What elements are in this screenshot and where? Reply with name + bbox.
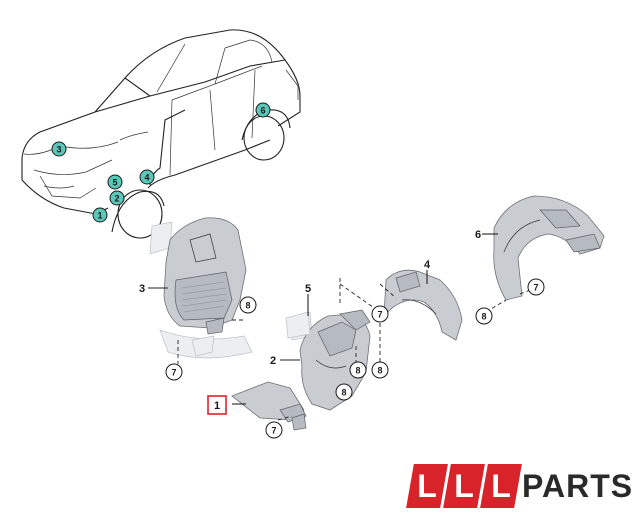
svg-text:8: 8 xyxy=(341,388,346,398)
callout-7-center: 7 xyxy=(371,305,389,323)
car-callout-2: 2 xyxy=(114,194,119,204)
label-part-1: 1 xyxy=(214,400,220,412)
callout-7-lower: 7 xyxy=(265,421,283,439)
callout-7-front-liner: 7 xyxy=(165,363,183,381)
svg-text:7: 7 xyxy=(171,368,176,378)
part-4-rear-liner-front xyxy=(383,269,463,341)
svg-text:8: 8 xyxy=(245,301,250,311)
label-part-3: 3 xyxy=(139,283,145,295)
highlight-box xyxy=(207,395,227,415)
part-5-pad xyxy=(285,311,311,339)
callout-8-center-b: 8 xyxy=(371,361,389,379)
callout-8-front-liner: 8 xyxy=(239,296,257,314)
car-callout-4: 4 xyxy=(144,173,149,183)
label-part-6: 6 xyxy=(475,229,481,241)
part-3-wheel-arch-liner-front xyxy=(149,217,253,359)
car-callout-3: 3 xyxy=(56,145,61,155)
label-part-2: 2 xyxy=(270,355,276,367)
callout-7-rear: 7 xyxy=(527,278,545,296)
car-outline xyxy=(21,29,301,239)
part-1-lower-cover xyxy=(231,381,307,431)
callout-8-rear: 8 xyxy=(475,307,493,325)
callout-8-center-a: 8 xyxy=(349,361,367,379)
svg-text:8: 8 xyxy=(481,312,486,322)
label-part-5: 5 xyxy=(305,283,311,295)
logo-letter-3: L xyxy=(491,468,511,504)
car-callout-6: 6 xyxy=(260,106,265,116)
part-6-rear-liner-rear xyxy=(493,195,605,301)
svg-text:7: 7 xyxy=(271,426,276,436)
car-callout-5: 5 xyxy=(112,178,117,188)
screw-callouts: 8 7 7 8 8 8 7 8 xyxy=(165,278,545,439)
svg-text:8: 8 xyxy=(377,366,382,376)
logo-letter-1: L xyxy=(417,468,437,504)
part-2-wheel-arch-liner-rear xyxy=(289,309,371,411)
part-labels: 1 2 3 4 5 6 xyxy=(139,229,481,415)
logo-word: PARTS xyxy=(522,468,634,504)
car-callouts: 1 2 3 4 5 6 xyxy=(51,102,271,223)
svg-text:8: 8 xyxy=(355,366,360,376)
lll-parts-logo: L L L PARTS xyxy=(404,458,636,514)
label-part-4: 4 xyxy=(424,259,431,271)
callout-8-lower: 8 xyxy=(335,383,353,401)
svg-text:7: 7 xyxy=(377,310,382,320)
svg-text:7: 7 xyxy=(533,283,538,293)
car-callout-1: 1 xyxy=(97,211,102,221)
logo-letter-2: L xyxy=(454,468,474,504)
